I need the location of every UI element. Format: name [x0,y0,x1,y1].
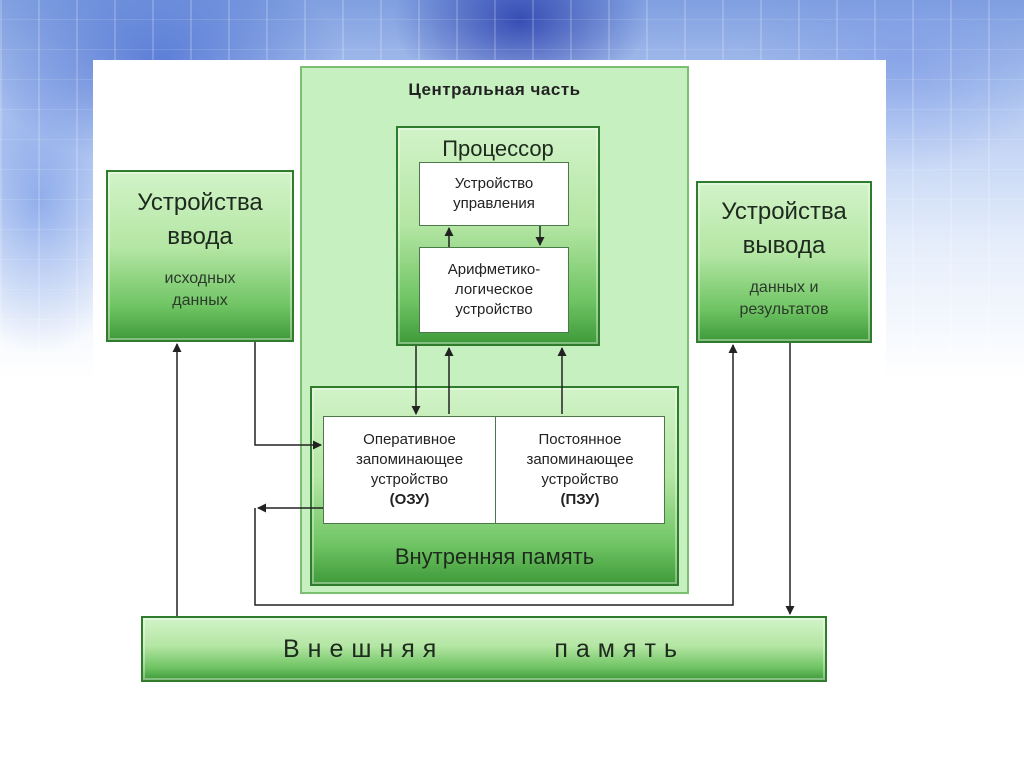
ram-line-2: запоминающее [355,451,464,468]
rom-line-3: устройство [541,471,619,488]
output-devices-box: Устройства вывода данных и результатов [696,181,872,343]
input-devices-subtitle-2: данных [172,292,228,309]
ram-abbreviation: (ОЗУ) [389,491,430,508]
processor-title: Процессор [442,136,554,161]
external-memory-label-left: Внешняя [283,634,445,663]
input-devices-title-1: Устройства [137,189,263,216]
ram-line-1: Оперативное [363,431,456,448]
output-devices-title-1: Устройства [721,198,847,225]
external-memory-label-right: память [554,634,685,663]
ram-line-3: устройство [370,471,449,488]
input-devices-box: Устройства ввода исходных данных [106,170,294,342]
output-devices-subtitle-1: данных и [749,279,819,296]
internal-memory-title: Внутренняя память [394,544,595,569]
alu-line-3: устройство [455,301,533,318]
external-memory-box: Внешняя память [141,616,827,682]
rom-line-2: запоминающее [526,451,634,468]
rom-line-1: Постоянное [538,431,622,448]
alu-line-2: логическое [454,281,534,298]
control-unit-line-2: управления [453,195,535,212]
ram-box: Оперативное запоминающее устройство (ОЗУ… [323,416,496,524]
control-unit-line-1: Устройство [454,175,534,192]
alu-line-1: Арифметико- [447,261,541,278]
input-devices-title-2: ввода [167,223,233,250]
central-part-title: Центральная часть [408,80,581,99]
input-devices-subtitle-1: исходных [164,270,236,287]
output-devices-subtitle-2: результатов [739,301,829,318]
rom-box: Постоянное запоминающее устройство (ПЗУ) [495,416,665,524]
alu-box: Арифметико- логическое устройство [419,247,569,333]
control-unit-box: Устройство управления [419,162,569,226]
rom-abbreviation: (ПЗУ) [560,491,600,508]
output-devices-title-2: вывода [742,232,826,259]
